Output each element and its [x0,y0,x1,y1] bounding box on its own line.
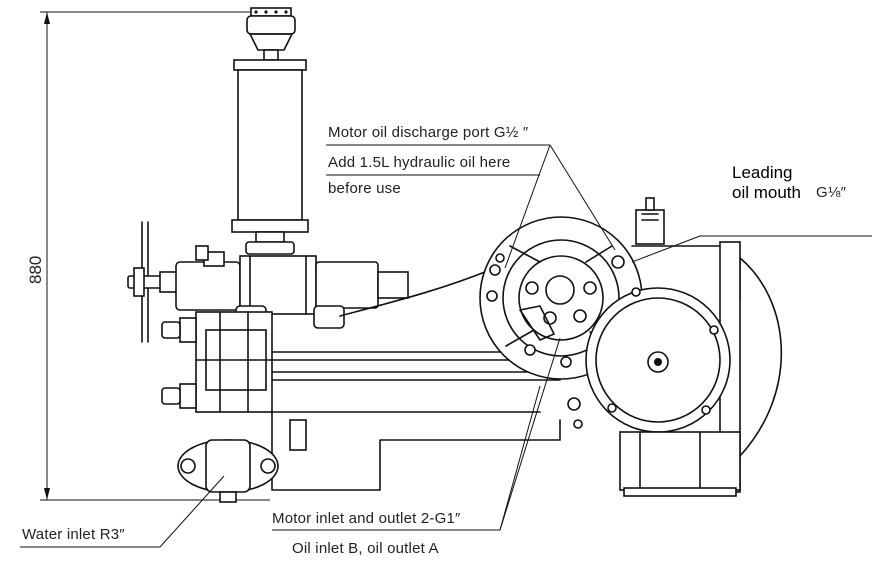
motor-oil-discharge-label: Motor oil discharge port G½ ″ [328,124,529,141]
base-frame [271,411,561,491]
height-dimension-label: 880 [26,255,45,284]
motor-inlet-outlet-label: Motor inlet and outlet 2-G1″ [272,510,461,527]
add-hydraulic-oil-label: Add 1.5L hydraulic oil here [328,154,511,171]
oil-inlet-outlet-label: Oil inlet B, oil outlet A [292,540,439,557]
leading-oil-label-line1: Leading [732,163,793,182]
water-inlet-label: Water inlet R3″ [22,526,125,543]
valve-body [161,311,273,413]
pump-head [175,245,409,329]
accumulator-cylinder [231,59,309,255]
water-inlet-flange [177,439,279,503]
height-dimension [40,11,270,501]
leader-lines [20,144,872,548]
before-use-label: before use [328,180,401,197]
gearbox-housing [567,197,783,497]
leading-oil-label-line2: oil mouth [732,183,801,202]
leading-oil-size-label: G⅛″ [816,184,847,201]
accumulator-cap [246,7,296,61]
